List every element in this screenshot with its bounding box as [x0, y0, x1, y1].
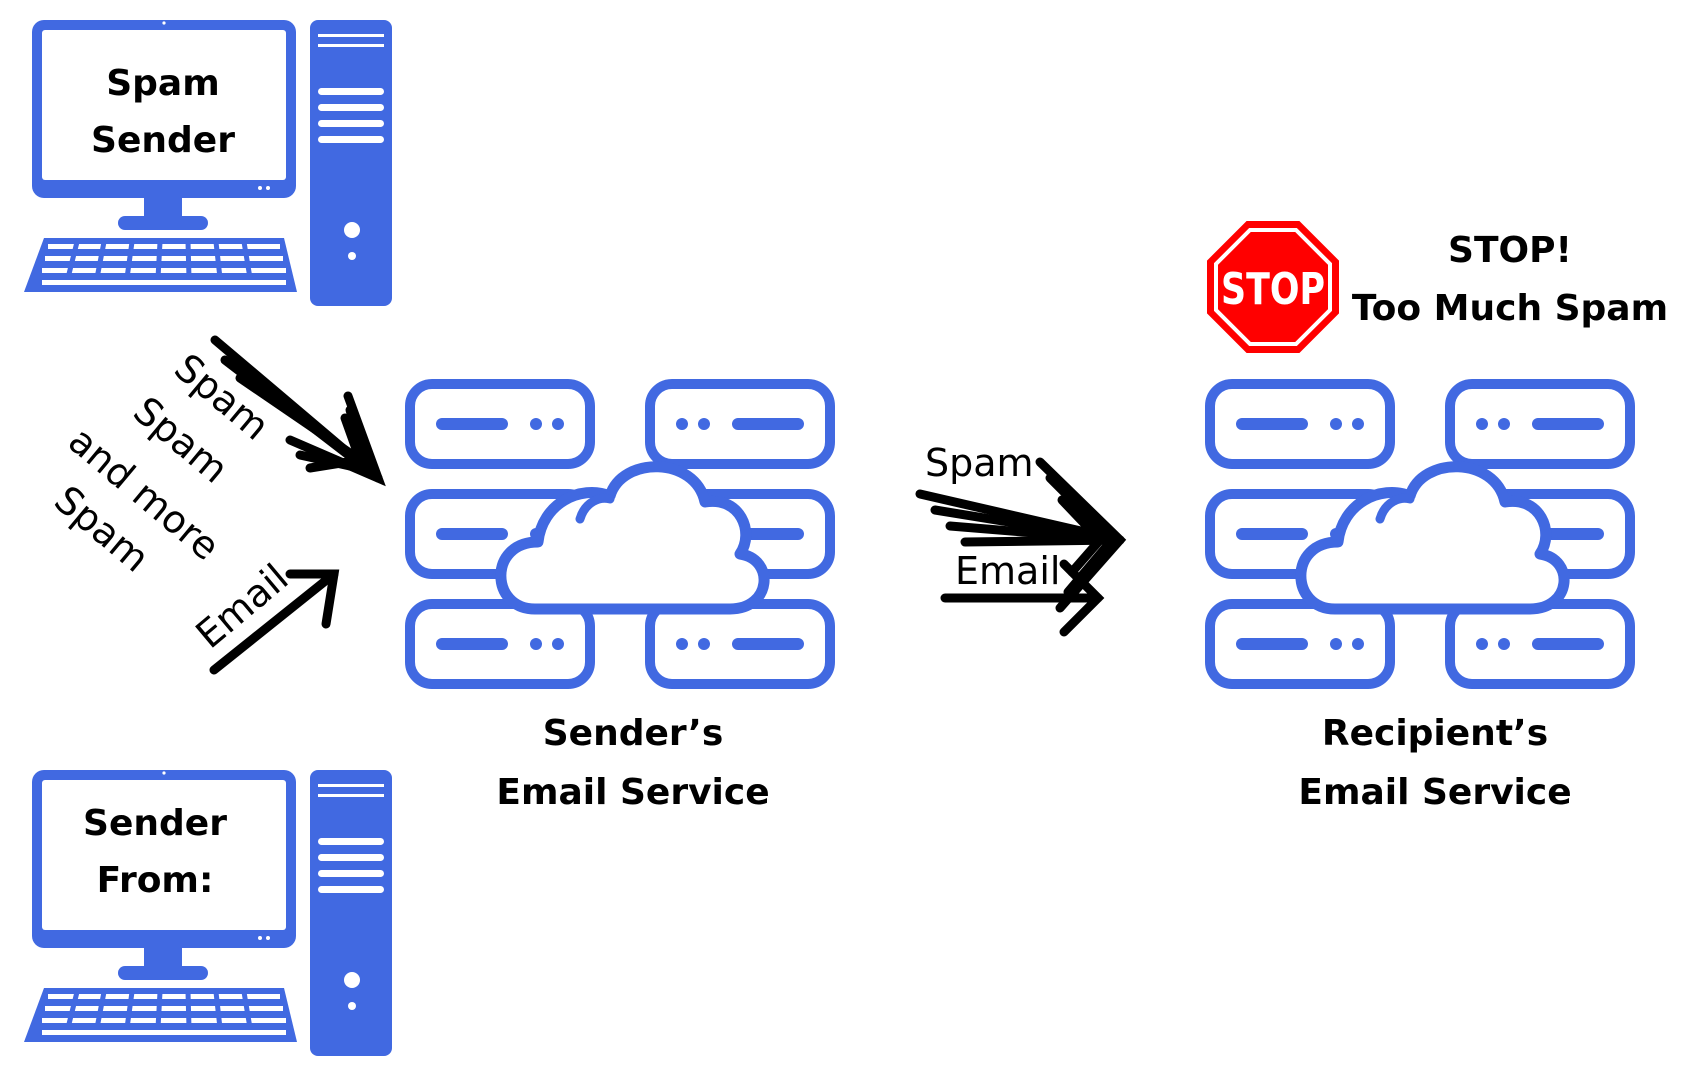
spam-sender-computer: Spam Sender — [24, 20, 392, 306]
email-arrow-out — [940, 559, 1105, 637]
email-arrow-in — [209, 569, 340, 675]
sender-computer: Sender From: — [24, 770, 392, 1056]
cloud-server-icon — [1210, 384, 1630, 684]
sender-label-2: From: — [97, 860, 214, 901]
email-label-in: Email — [188, 555, 297, 656]
spam-arrows-in — [210, 335, 386, 487]
spam-sender-label-2: Sender — [91, 120, 235, 161]
cloud-server-icon — [410, 384, 830, 684]
email-label-mid: Email — [955, 549, 1060, 593]
senders-email-service: Sender’s Email Service — [410, 384, 830, 813]
stop-heading: STOP! — [1448, 230, 1572, 271]
recipients-service-label-1: Recipient’s — [1322, 713, 1548, 754]
stop-sign-icon: STOP — [1207, 221, 1339, 353]
sender-label-1: Sender — [83, 803, 227, 844]
spam-sender-label-1: Spam — [106, 63, 220, 104]
stop-sign-text: STOP — [1221, 264, 1325, 315]
senders-service-label-1: Sender’s — [543, 713, 724, 754]
recipients-service-label-2: Email Service — [1298, 772, 1571, 813]
senders-service-label-2: Email Service — [496, 772, 769, 813]
stop-subheading: Too Much Spam — [1352, 288, 1668, 329]
spam-label-mid: Spam — [925, 441, 1034, 485]
recipients-email-service: Recipient’s Email Service — [1210, 384, 1630, 813]
